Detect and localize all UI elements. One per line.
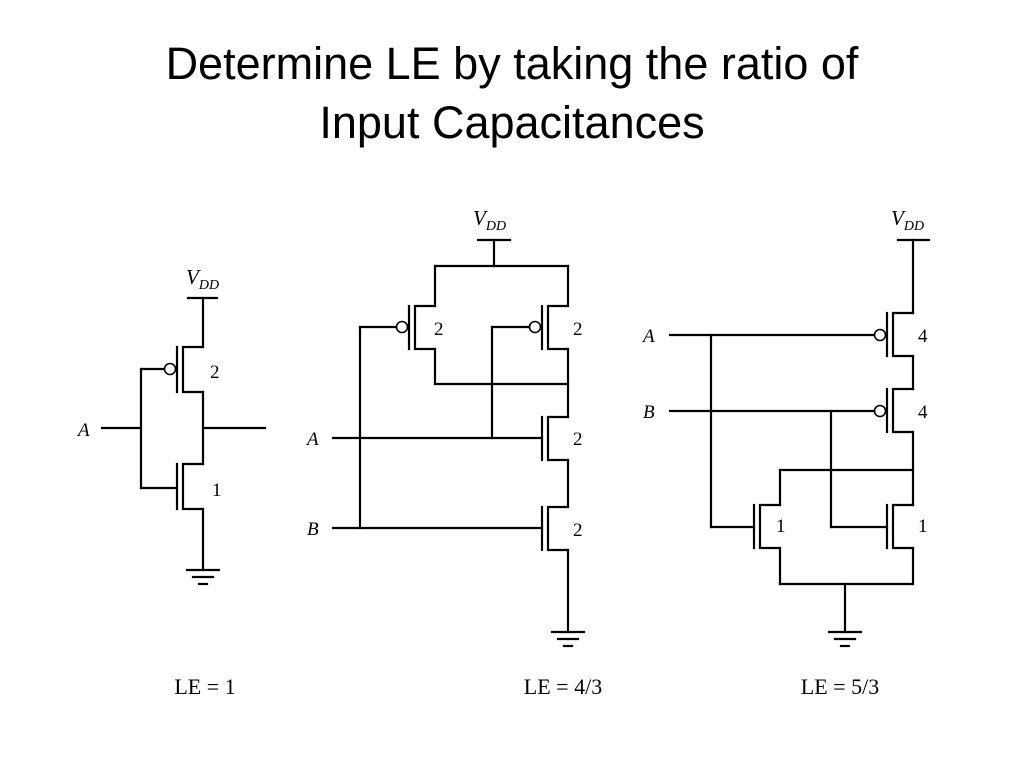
nand2-nmos-b: 2 — [540, 505, 583, 552]
inverter-input-label: A — [76, 420, 90, 441]
nor2-input-a-label: A — [641, 326, 655, 347]
nor2-nmos-a: 1 — [752, 503, 786, 550]
nand2-ground-icon — [550, 630, 586, 648]
slide-title: Determine LE by taking the ratio of Inpu… — [0, 34, 1024, 152]
inverter-pmos-bubble-icon — [163, 362, 177, 376]
nand2-pmos-b: 2 — [528, 264, 583, 351]
nor2-vdd-label: VDD — [891, 206, 924, 234]
nor2-pmos-b: 4 — [873, 387, 928, 434]
nand2-pmos-b-width: 2 — [573, 319, 583, 340]
nand2-pmos-a-bubble-icon — [395, 320, 409, 334]
nor2-circuit: VDD 4 4 1 1 — [641, 206, 931, 699]
inverter-pmos-width: 2 — [210, 362, 220, 383]
inverter-nmos: 1 — [175, 462, 222, 511]
nand2-pmos-a: 2 — [395, 264, 444, 386]
nor2-ground-icon — [827, 630, 863, 648]
nor2-pmos-b-width: 4 — [918, 402, 928, 423]
nand2-pmos-a-width: 2 — [434, 319, 444, 340]
nand2-nmos-a: 2 — [540, 415, 583, 462]
nor2-input-b-label: B — [643, 402, 655, 423]
nand2-input-b-net — [331, 325, 544, 530]
nor2-nmos-b: 1 — [885, 503, 928, 550]
inverter-circuit: VDD 2 A 1 LE = 1 — [76, 265, 267, 699]
title-line-1: Determine LE by taking the ratio of — [165, 38, 859, 89]
inverter-nmos-width: 1 — [212, 480, 222, 501]
nor2-pmos-a-bubble-icon — [873, 328, 887, 342]
nor2-nmos-b-width: 1 — [918, 516, 928, 537]
nand2-input-b-label: B — [307, 519, 319, 540]
nor2-input-a-net — [668, 333, 876, 529]
nand2-nmos-b-width: 2 — [573, 520, 583, 541]
nand2-le-label: LE = 4/3 — [524, 674, 602, 699]
inverter-le-label: LE = 1 — [174, 674, 235, 699]
nand2-pmos-b-bubble-icon — [528, 320, 542, 334]
nand2-input-a-net — [331, 325, 544, 440]
nor2-nmos-a-width: 1 — [776, 516, 786, 537]
nand2-nmos-a-width: 2 — [573, 429, 583, 450]
nor2-pmos-a: 4 — [873, 311, 928, 358]
inverter-ground-icon — [185, 568, 221, 586]
nand2-vdd-label: VDD — [473, 206, 506, 234]
nand2-input-a-label: A — [305, 429, 319, 450]
nor2-pmos-a-width: 4 — [918, 326, 928, 347]
nand2-circuit: VDD 2 2 2 2 — [305, 206, 602, 699]
inverter-pmos: 2 — [163, 345, 220, 394]
nor2-pmos-b-bubble-icon — [873, 404, 887, 418]
nor2-le-label: LE = 5/3 — [801, 674, 879, 699]
nor2-input-b-net — [668, 409, 889, 529]
title-line-2: Input Capacitances — [319, 97, 705, 148]
inverter-vdd-label: VDD — [186, 265, 219, 293]
